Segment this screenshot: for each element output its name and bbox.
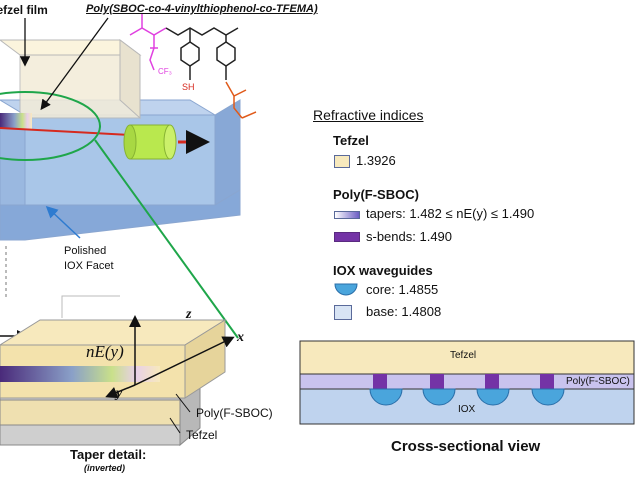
facet-label-1: Polished <box>64 245 107 257</box>
taper-tefzel-label: Tefzel <box>186 428 218 442</box>
sbend-4 <box>540 374 554 389</box>
taper-subtitle: (inverted) <box>84 463 126 473</box>
legend-tefzel-value: 1.3926 <box>356 153 396 168</box>
iox-chip <box>0 99 241 241</box>
facet-label-2: IOX Facet <box>64 260 114 272</box>
taper-detail <box>0 315 235 447</box>
axis-x <box>134 336 235 386</box>
axis-y <box>105 384 136 399</box>
legend-tefzel-heading: Tefzel <box>333 133 369 148</box>
zoom-circle <box>0 91 101 161</box>
sbend-3 <box>485 374 499 389</box>
legend-title: Refractive indices <box>313 107 424 123</box>
taper-title: Taper detail: <box>70 447 147 462</box>
core-3 <box>476 388 510 406</box>
sbend-1 <box>373 374 387 389</box>
taper-bracket <box>61 295 120 318</box>
core-1 <box>369 388 403 406</box>
legend-base-swatch <box>334 305 352 320</box>
zoom-line <box>94 139 239 339</box>
cs-tefzel-label: Tefzel <box>450 350 477 361</box>
taper-gradient <box>0 366 160 382</box>
fiber <box>123 124 177 160</box>
legend-base-text: base: 1.4808 <box>366 304 442 319</box>
polymer-pointer <box>40 17 109 111</box>
core-2 <box>422 388 456 406</box>
facet-pointer <box>45 205 81 239</box>
tefzel-film <box>0 39 142 120</box>
film-label: Tefzel film <box>0 3 48 17</box>
cross-section <box>299 340 635 425</box>
legend-poly-heading: Poly(F-SBOC) <box>333 187 419 202</box>
cs-caption: Cross-sectional view <box>391 438 541 455</box>
tefzel-pointer <box>169 417 181 434</box>
legend-sbends-text: s-bends: 1.490 <box>366 229 453 244</box>
cs-poly-label: Poly(F-SBOC) <box>566 376 630 387</box>
chemical-structure <box>129 14 257 119</box>
axis-y-label: y <box>116 386 123 401</box>
sh-label: SH <box>182 82 195 92</box>
legend-tefzel-swatch <box>334 155 350 168</box>
legend-tapers-swatch <box>334 211 360 219</box>
legend-core-swatch <box>334 283 358 296</box>
axis-x-label: x <box>237 330 244 345</box>
legend-sbends-swatch <box>334 232 360 242</box>
cs-iox-label: IOX <box>458 404 476 415</box>
axis-z-label: z <box>186 307 192 322</box>
taper-poly-label: Poly(F-SBOC) <box>196 406 273 420</box>
device-taper-region <box>0 113 32 129</box>
sbend-2 <box>430 374 444 389</box>
cf3-label: CF₃ <box>158 67 172 76</box>
ne-label: nE(y) <box>86 342 124 361</box>
poly-pointer <box>175 393 191 413</box>
legend-iox-heading: IOX waveguides <box>333 263 433 278</box>
core-4 <box>531 388 565 406</box>
polymer-name: Poly(SBOC-co-4-vinylthiophenol-co-TFEMA) <box>86 3 318 15</box>
legend-tapers-text: tapers: 1.482 ≤ nE(y) ≤ 1.490 <box>366 206 535 221</box>
legend-core-text: core: 1.4855 <box>366 282 439 297</box>
